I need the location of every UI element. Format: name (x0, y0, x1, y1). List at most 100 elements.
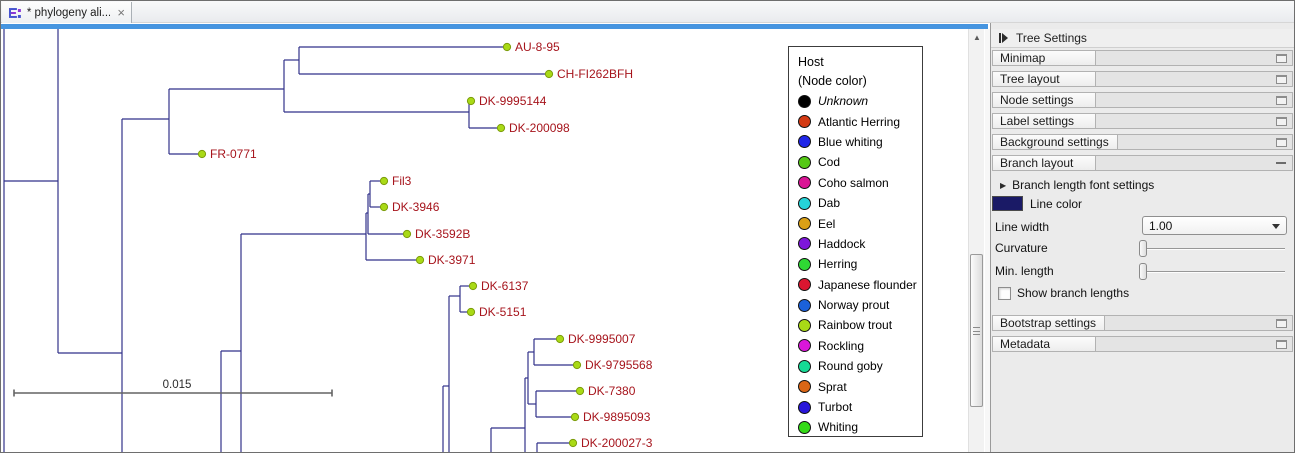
taxon-label[interactable]: DK-9895093 (583, 410, 651, 424)
legend-color-swatch (798, 217, 811, 231)
legend-color-swatch (798, 196, 811, 210)
taxon-label[interactable]: DK-9995007 (568, 332, 636, 346)
line-width-dropdown[interactable]: 1.00 (1142, 216, 1287, 235)
expand-section-icon[interactable] (1276, 318, 1287, 328)
line-color-swatch[interactable] (992, 196, 1023, 211)
legend-item-label: Dab (818, 196, 841, 211)
min-length-slider-handle[interactable] (1139, 263, 1147, 280)
taxon-node-dot[interactable] (415, 255, 425, 265)
taxon-label[interactable]: DK-3971 (428, 253, 476, 267)
section-label: Branch layout (993, 156, 1096, 170)
section-header-fill (1096, 51, 1276, 65)
show-branch-lengths-checkbox[interactable] (998, 286, 1011, 300)
section-header-fill (1096, 156, 1276, 170)
taxon-node-dot[interactable] (379, 176, 389, 186)
taxon-label[interactable]: DK-200027-3 (581, 436, 653, 450)
collapse-section-icon[interactable] (1276, 162, 1286, 164)
taxon-node-dot[interactable] (466, 96, 476, 106)
branch-length-font-settings-toggle[interactable]: ▶ Branch length font settings (1000, 178, 1154, 192)
taxon-node-dot[interactable] (572, 360, 582, 370)
taxon-node-dot[interactable] (496, 123, 506, 133)
taxon-node-dot[interactable] (468, 281, 478, 291)
taxon-label[interactable]: DK-5151 (479, 305, 527, 319)
legend-item-label: Norway prout (818, 298, 890, 313)
line-width-label: Line width (995, 220, 1050, 234)
legend-item: Sprat (798, 376, 922, 396)
collapse-panel-icon[interactable] (999, 33, 1008, 43)
legend-color-swatch (798, 257, 811, 271)
legend-item: Round goby (798, 356, 922, 376)
expand-section-icon[interactable] (1276, 53, 1287, 63)
curvature-slider-track[interactable] (1142, 248, 1285, 250)
taxon-label[interactable]: DK-9795568 (585, 358, 653, 372)
taxon-node-dot[interactable] (570, 412, 580, 422)
expand-section-icon[interactable] (1276, 116, 1287, 126)
legend-color-swatch (798, 420, 811, 434)
branch-layout-content: ▶ Branch length font settings Line color… (991, 172, 1294, 312)
taxon-label[interactable]: DK-6137 (481, 279, 529, 293)
taxon-label[interactable]: DK-200098 (509, 121, 570, 135)
taxon-node-dot[interactable] (466, 307, 476, 317)
taxon-node-dot[interactable] (575, 386, 585, 396)
settings-section-branch-layout[interactable]: Branch layout (992, 155, 1293, 171)
settings-section-node-settings[interactable]: Node settings (992, 92, 1293, 108)
line-color-label: Line color (1030, 196, 1083, 211)
taxon-label[interactable]: DK-3592B (415, 227, 470, 241)
tab-close-icon[interactable]: × (117, 4, 125, 20)
taxon-label[interactable]: FR-0771 (210, 147, 257, 161)
legend-item: Eel (798, 213, 922, 233)
taxon-node-dot[interactable] (197, 149, 207, 159)
legend-color-swatch (798, 155, 811, 169)
expand-section-icon[interactable] (1276, 339, 1287, 349)
settings-section-tree-layout[interactable]: Tree layout (992, 71, 1293, 87)
legend-item: Japanese flounder (798, 275, 922, 295)
expand-section-icon[interactable] (1276, 95, 1287, 105)
taxon-node-dot[interactable] (555, 334, 565, 344)
scale-bar-label: 0.015 (163, 379, 192, 391)
legend-item-label: Sprat (818, 379, 847, 394)
section-label: Tree layout (993, 72, 1096, 86)
disclosure-triangle-icon[interactable]: ▶ (1000, 180, 1007, 190)
scrollbar-thumb[interactable] (970, 254, 983, 407)
settings-section-bootstrap-settings[interactable]: Bootstrap settings (992, 315, 1293, 331)
panel-title: Tree Settings (1016, 31, 1087, 45)
legend-item-label: Rainbow trout (818, 318, 893, 333)
section-header-fill (1118, 135, 1276, 149)
taxon-node-dot[interactable] (379, 202, 389, 212)
tab-title: * phylogeny ali... (26, 6, 111, 19)
taxon-label[interactable]: CH-FI262BFH (557, 67, 633, 81)
tab-bar: * phylogeny ali... × (1, 1, 1294, 23)
expand-section-icon[interactable] (1276, 137, 1287, 147)
settings-section-minimap[interactable]: Minimap (992, 50, 1293, 66)
taxon-label[interactable]: DK-7380 (588, 384, 636, 398)
settings-section-label-settings[interactable]: Label settings (992, 113, 1293, 129)
taxon-label[interactable]: DK-3946 (392, 200, 440, 214)
taxon-label[interactable]: AU-8-95 (515, 40, 560, 54)
taxon-node-dot[interactable] (568, 438, 578, 448)
expand-section-icon[interactable] (1276, 74, 1287, 84)
scroll-up-arrow-icon[interactable]: ▲ (973, 33, 981, 42)
section-label: Bootstrap settings (993, 316, 1106, 330)
legend-color-swatch (798, 135, 811, 149)
legend-title: Host (798, 55, 824, 69)
legend-item: Herring (798, 254, 922, 274)
legend-item: Norway prout (798, 295, 922, 315)
taxon-node-dot[interactable] (544, 69, 554, 79)
taxon-label[interactable]: Fil3 (392, 174, 412, 188)
curvature-slider-handle[interactable] (1139, 240, 1147, 257)
vertical-scrollbar[interactable]: ▲ (968, 29, 984, 452)
taxon-label[interactable]: DK-9995144 (479, 94, 547, 108)
settings-section-metadata[interactable]: Metadata (992, 336, 1293, 352)
settings-section-background-settings[interactable]: Background settings (992, 134, 1293, 150)
legend-item-label: Eel (818, 216, 836, 231)
taxon-node-dot[interactable] (402, 229, 412, 239)
tab-phylogeny[interactable]: * phylogeny ali... × (2, 2, 132, 23)
taxon-node-dot[interactable] (502, 42, 512, 52)
tree-settings-header[interactable]: Tree Settings (991, 29, 1294, 48)
min-length-slider-track[interactable] (1142, 271, 1285, 273)
